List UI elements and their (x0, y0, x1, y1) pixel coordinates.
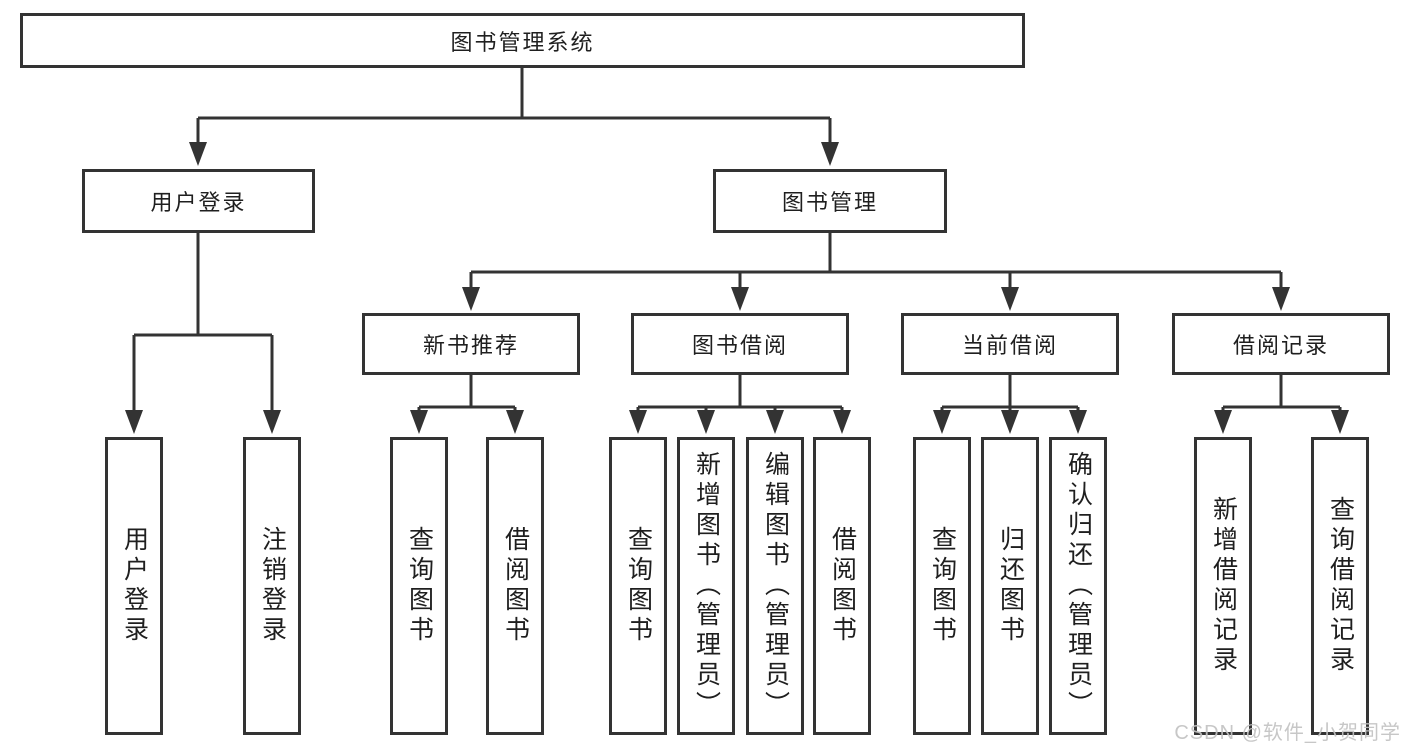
leaf-query-books-borrow-label: 查询图书 (624, 526, 653, 646)
arrow-icon (506, 410, 524, 434)
node-new-book-recommend-label: 新书推荐 (422, 333, 519, 358)
leaf-query-books-current-label: 查询图书 (928, 526, 957, 646)
leaf-user-login-label: 用户登录 (120, 526, 149, 646)
arrow-icon (821, 142, 839, 166)
arrow-icon (125, 410, 143, 434)
arrow-icon (629, 410, 647, 434)
node-user-login-label: 用户登录 (150, 190, 247, 215)
node-current-borrow: 当前借阅 (901, 313, 1119, 375)
leaf-logout: 注销登录 (243, 437, 301, 735)
node-root-label: 图书管理系统 (450, 29, 595, 55)
leaf-edit-book-admin-label: 编辑图书（管理员） (761, 451, 790, 721)
node-borrow-records: 借阅记录 (1172, 313, 1390, 375)
leaf-query-borrow-record: 查询借阅记录 (1311, 437, 1369, 735)
leaf-return-book-label: 归还图书 (996, 526, 1025, 646)
leaf-borrow-books-recommend-label: 借阅图书 (501, 526, 530, 646)
arrow-icon (766, 410, 784, 434)
arrow-icon (189, 142, 207, 166)
arrow-icon (1001, 287, 1019, 311)
csdn-watermark: CSDN @软件_小贺同学 (1174, 722, 1401, 744)
leaf-borrow-books-label: 借阅图书 (828, 526, 857, 646)
leaf-query-books-current: 查询图书 (913, 437, 971, 735)
leaf-edit-book-admin: 编辑图书（管理员） (746, 437, 804, 735)
leaf-add-book-admin-label: 新增图书（管理员） (692, 451, 721, 721)
leaf-query-books-borrow: 查询图书 (609, 437, 667, 735)
node-new-book-recommend: 新书推荐 (362, 313, 580, 375)
node-borrow-records-label: 借阅记录 (1232, 333, 1329, 358)
node-current-borrow-label: 当前借阅 (961, 333, 1058, 358)
leaf-user-login: 用户登录 (105, 437, 163, 735)
arrow-icon (1331, 410, 1349, 434)
arrow-icon (1272, 287, 1290, 311)
arrow-icon (1214, 410, 1232, 434)
leaf-logout-label: 注销登录 (258, 526, 287, 646)
arrow-icon (933, 410, 951, 434)
arrow-icon (1001, 410, 1019, 434)
arrow-icon (731, 287, 749, 311)
node-user-login: 用户登录 (82, 169, 315, 233)
node-root: 图书管理系统 (20, 13, 1025, 68)
leaf-add-book-admin: 新增图书（管理员） (677, 437, 735, 735)
node-book-management: 图书管理 (713, 169, 947, 233)
leaf-confirm-return-admin: 确认归还（管理员） (1049, 437, 1107, 735)
leaf-confirm-return-admin-label: 确认归还（管理员） (1064, 451, 1093, 721)
arrow-icons (125, 142, 1349, 434)
node-book-management-label: 图书管理 (781, 190, 878, 215)
node-book-borrow: 图书借阅 (631, 313, 849, 375)
leaf-add-borrow-record-label: 新增借阅记录 (1209, 496, 1238, 676)
arrow-icon (263, 410, 281, 434)
arrow-icon (462, 287, 480, 311)
leaf-add-borrow-record: 新增借阅记录 (1194, 437, 1252, 735)
arrow-icon (833, 410, 851, 434)
node-book-borrow-label: 图书借阅 (691, 333, 788, 358)
leaf-query-books-recommend: 查询图书 (390, 437, 448, 735)
arrow-icon (1069, 410, 1087, 434)
leaf-borrow-books: 借阅图书 (813, 437, 871, 735)
leaf-query-books-recommend-label: 查询图书 (405, 526, 434, 646)
leaf-query-borrow-record-label: 查询借阅记录 (1326, 496, 1355, 676)
arrow-icon (410, 410, 428, 434)
leaf-borrow-books-recommend: 借阅图书 (486, 437, 544, 735)
leaf-return-book: 归还图书 (981, 437, 1039, 735)
arrow-icon (697, 410, 715, 434)
